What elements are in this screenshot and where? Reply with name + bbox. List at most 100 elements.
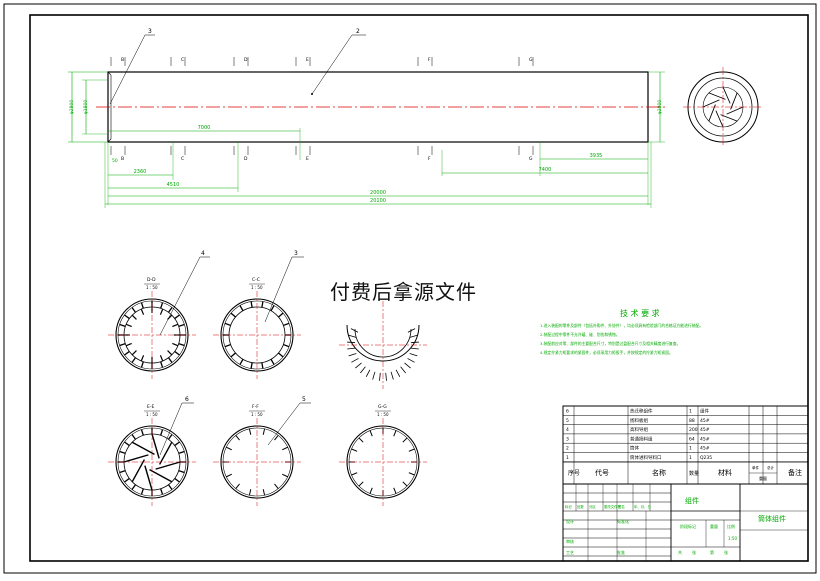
bom-header-name: 名称 [652,468,666,477]
section-marker-d: D [244,57,248,63]
bom-row-name: 热迁移组件 [630,408,653,415]
section-views: D-D1 : 50C-C1 : 50E-E1 : 50F-F1 : 50G-G1… [108,277,427,506]
dim-7400: 7400 [539,167,552,173]
sheet-number: 第 [710,549,714,555]
bom-row-no: 5 [566,418,569,424]
part-type: 组件 [685,496,699,505]
dim-2360: 2360 [134,169,147,175]
watermark-text: 付费后拿源文件 [330,280,477,304]
bom-header-code: 代号 [595,468,609,477]
bom-header-w1: 单件 [752,465,760,470]
end-view [683,67,763,147]
title-row-label: 更改文件号 [604,504,622,509]
section-view-2: C-C 1 : 50 [213,277,301,379]
bom-row-qty: 64 [689,436,695,442]
section-scale: 1 : 50 [146,285,158,290]
bom-header-weight: 重量 [759,475,767,481]
tech-item-3: 3.装配前应对零、部件的主要配合尺寸，特别是过盈配合尺寸及相关精度进行复查。 [540,341,680,346]
bom-row-name: 筒体进料导料口 [630,454,662,461]
bom-row-qty: 1 [689,446,692,452]
section-label: C-C [252,277,260,283]
title-row-label: 年、月、日 [634,504,651,509]
section-view-4: E-E 1 : 50 [108,404,196,506]
technical-requirements: 技 术 要 求 1.进入装配的零件及部件（包括外购件、外协件），均必须具有检验部… [540,308,703,355]
section-view-3 [339,301,427,389]
title-row-label: 签名 [618,504,625,509]
dim-20000: 20000 [370,190,386,196]
bom-row-name: 高料导组 [630,426,648,433]
sheet-total-unit: 张 [692,549,696,555]
dim-4510: 4510 [167,182,180,188]
dim-3935: 3935 [590,153,603,159]
stage-label: 阶段标记 [680,523,696,529]
sheet-total: 共 [678,549,682,555]
weight-label: 重量 [710,523,718,529]
section-scale: 1 : 50 [251,412,263,417]
section-scale: 1 : 50 [377,412,389,417]
standard-label: 标准化 [617,518,629,524]
section-marker-g: G [529,57,533,63]
sheet-number-unit: 张 [724,549,728,555]
section-marker-d: D [244,156,248,162]
balloon-3-section: 3 [294,250,298,257]
section-marker-e: E [306,156,309,162]
dim-50: 50 [112,158,118,164]
bom-row-name: 扬料板组 [630,417,648,424]
balloon-2-main: 2 [356,28,360,35]
bom-row-no: 2 [566,446,569,452]
approve-label: 批准 [617,549,625,555]
dim-7000: 7000 [198,125,211,131]
balloon-4: 4 [201,250,205,257]
title-row-label: 处数 [577,504,584,509]
section-marker-f: F [428,57,431,63]
balloon-3-main: 3 [148,28,152,35]
dim-right-diameter: φ2800 [657,100,663,115]
inner-border [29,14,809,562]
section-view-6: G-G 1 : 50 [339,404,427,506]
bom-row-material: 45# [700,418,710,424]
bom-header-note: 备注 [788,468,802,477]
tech-item-2: 2.装配过程中零件不允许磕、碰、划伤和锈蚀。 [540,332,620,337]
section-label: G-G [378,404,387,410]
tech-title: 技 术 要 求 [620,308,660,318]
bom-row-qty: 1 [689,409,692,415]
tech-item-4: 4.规定拧紧力矩要求的紧固件，必须采用力矩扳手，并按规定的拧紧力矩紧固。 [540,350,673,355]
bom-row-material: 45# [700,446,710,452]
drawing-name: 筒体组件 [758,514,786,523]
tech-item-1: 1.进入装配的零件及部件（包括外购件、外协件），均必须具有检验部门的合格证方能进… [540,323,703,328]
bom-row-no: 3 [566,436,569,442]
section-scale: 1 : 50 [251,285,263,290]
bom-header-mat: 材料 [718,468,732,477]
bom-header-qty: 数量 [689,470,699,477]
bom-row-material: 组件 [700,408,709,415]
dim-20100: 20100 [370,198,386,204]
bom-header-w2: 总计 [767,465,775,470]
bom-row-material: Q235 [700,455,712,461]
scale-label: 比例 [727,523,735,529]
dim-inner-diameter: φ1800 [83,100,89,115]
bom-row-name: 筒体 [630,445,639,452]
bom-row-material: 45# [700,427,710,433]
section-view-5: F-F1 : 50 [213,404,301,506]
bom-row-qty: 88 [689,418,695,424]
balloon-6: 6 [185,396,189,403]
section-label: D-D [147,277,156,283]
section-marker-e: E [306,57,309,63]
bom-row-no: 4 [566,427,569,433]
section-marker-g: G [529,156,533,162]
section-marker-c: C [181,57,184,63]
bom-row-name: 普通扬料组 [630,435,653,442]
section-scale: 1 : 50 [146,412,158,417]
process-label: 工艺 [566,550,574,555]
section-view-1: D-D 1 : 50 [108,277,196,379]
bom-row-no: 6 [566,409,569,415]
dim-outer-diameter: φ2800 [69,100,75,115]
bom-header-no: 序号 [568,469,580,477]
section-label: E-E [147,404,154,410]
title-row-label: 标记 [565,504,572,509]
design-label: 设计 [566,518,574,524]
